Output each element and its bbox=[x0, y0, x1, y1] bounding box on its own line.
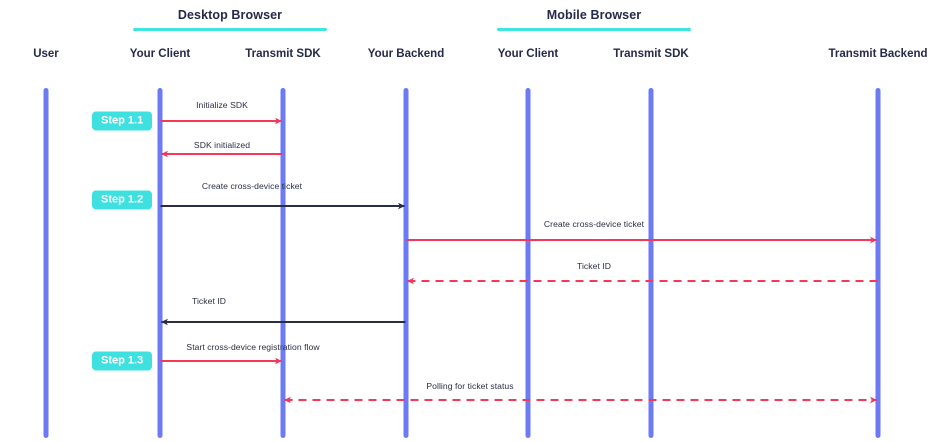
participant-label: Your Client bbox=[497, 48, 559, 60]
step-badge[interactable]: Step 1.3 bbox=[92, 351, 153, 371]
participant-label: User bbox=[33, 48, 59, 60]
lifeline bbox=[157, 88, 163, 438]
message-label: SDK initialized bbox=[193, 140, 251, 150]
message-label: Ticket ID bbox=[576, 261, 612, 271]
step-badge[interactable]: Step 1.1 bbox=[92, 111, 153, 131]
group-underline bbox=[497, 28, 691, 31]
participant-label: Transmit SDK bbox=[613, 48, 689, 60]
message-label: Initialize SDK bbox=[196, 100, 248, 110]
message-label: Create cross-device ticket bbox=[543, 219, 645, 229]
group-underline bbox=[133, 28, 327, 31]
lifeline bbox=[525, 88, 531, 438]
group-title: Mobile Browser bbox=[546, 8, 642, 22]
message-label: Create cross-device ticket bbox=[201, 181, 303, 191]
participant-label: Transmit Backend bbox=[828, 48, 928, 60]
group-title: Desktop Browser bbox=[177, 8, 283, 22]
lifeline bbox=[648, 88, 654, 438]
message-label: Start cross-device registration flow bbox=[186, 342, 320, 352]
participant-label: Your Backend bbox=[367, 48, 445, 60]
participant-label: Transmit SDK bbox=[245, 48, 321, 60]
lifeline bbox=[875, 88, 881, 438]
participant-label: Your Client bbox=[129, 48, 191, 60]
message-label: Ticket ID bbox=[191, 296, 227, 306]
lifeline bbox=[43, 88, 49, 438]
message-label: Polling for ticket status bbox=[426, 381, 514, 391]
step-badge[interactable]: Step 1.2 bbox=[92, 190, 153, 210]
lifeline bbox=[280, 88, 286, 438]
lifeline bbox=[403, 88, 409, 438]
